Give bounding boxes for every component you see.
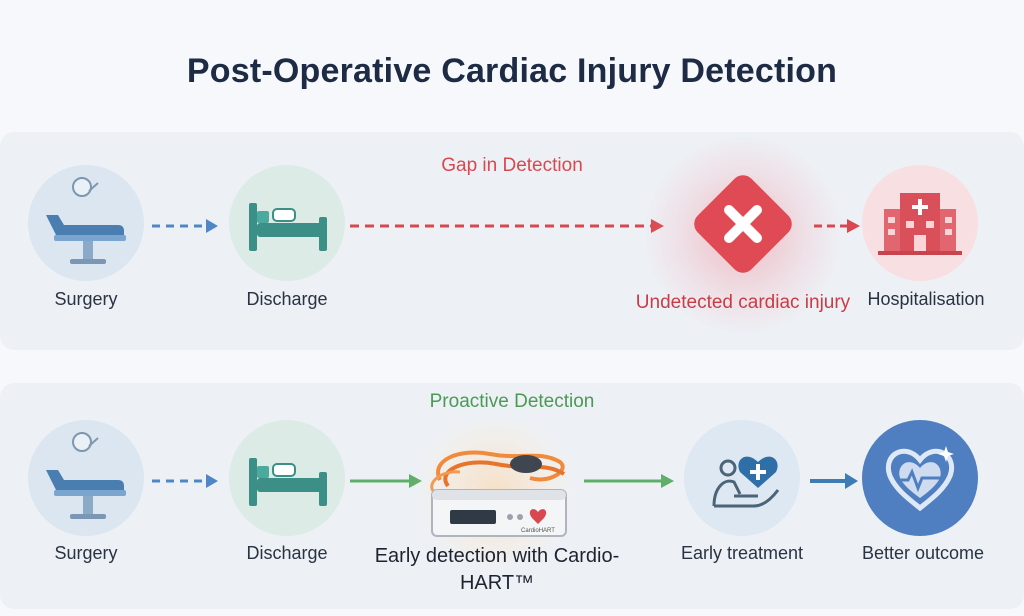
- dashed-arrow-blue: [152, 474, 218, 488]
- dashed-arrow-red: [350, 219, 664, 233]
- surgery-icon: [28, 165, 144, 281]
- care-hands-icon: [684, 420, 800, 536]
- gap-heading: Gap in Detection: [441, 155, 583, 176]
- heart-outcome-icon: [862, 420, 978, 536]
- discharge-icon: [229, 165, 345, 281]
- dashed-arrow-red-short: [814, 219, 860, 233]
- discharge-icon: [229, 420, 345, 536]
- device-brand: CardioHART: [521, 528, 555, 534]
- warning-x-icon: [694, 175, 792, 273]
- hospital-building-icon: [862, 165, 978, 281]
- solid-arrow-blue: [810, 473, 858, 489]
- gap-panel: [0, 132, 1024, 350]
- solid-arrow-green-long: [584, 474, 674, 488]
- surgery-icon: [28, 420, 144, 536]
- proactive-step-early-treatment: Early treatment: [680, 543, 804, 563]
- gap-step-surgery: Surgery: [54, 289, 118, 309]
- proactive-heading: Proactive Detection: [429, 391, 595, 412]
- gap-step-hospitalisation: Hospitalisation: [867, 289, 985, 309]
- gap-step-discharge: Discharge: [246, 289, 328, 309]
- proactive-step-early-detection: Early detection with Cardio-HART™: [374, 545, 620, 594]
- proactive-step-better-outcome: Better outcome: [861, 543, 985, 563]
- proactive-step-discharge: Discharge: [246, 543, 328, 563]
- gap-step-undetected: Undetected cardiac injury: [635, 292, 851, 313]
- dashed-arrow-blue: [152, 219, 218, 233]
- proactive-step-surgery: Surgery: [54, 543, 118, 563]
- page-title: Post-Operative Cardiac Injury Detection: [186, 52, 838, 90]
- ecg-device-icon: CardioHART: [430, 450, 567, 537]
